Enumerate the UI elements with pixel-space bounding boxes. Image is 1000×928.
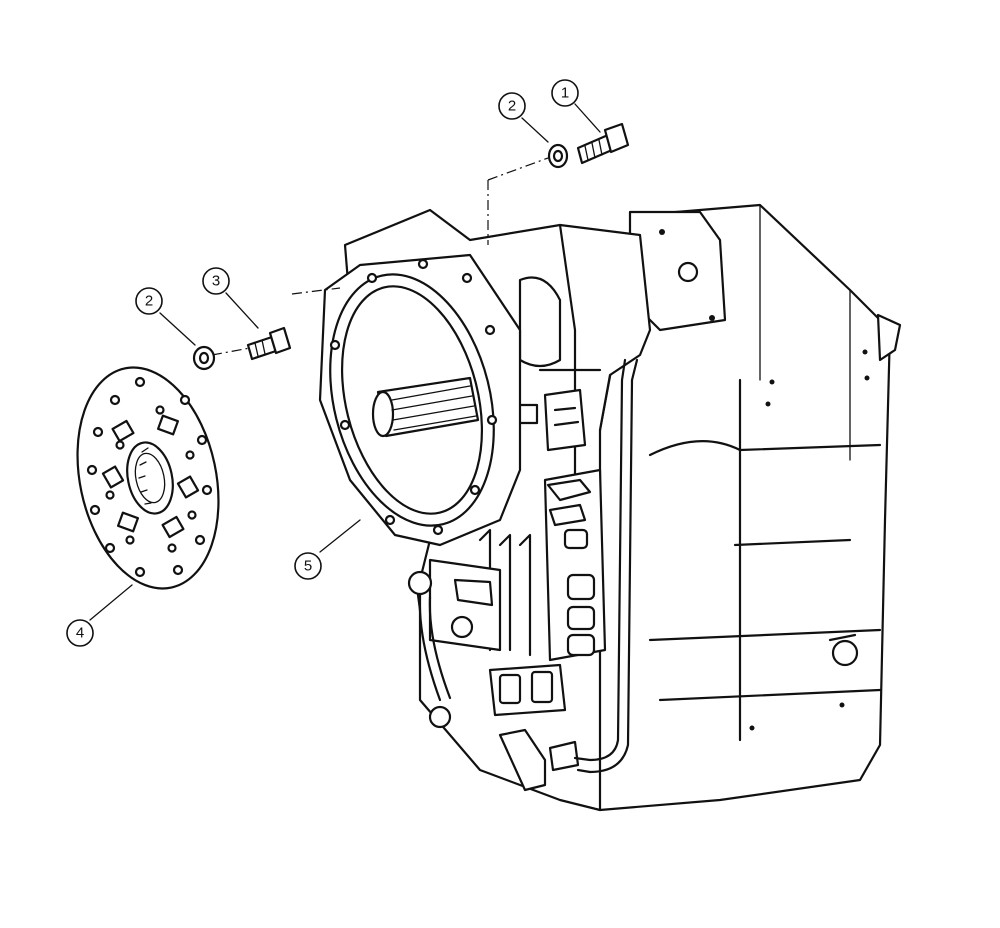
washer-small [192, 345, 216, 371]
callout-5-label: 5 [304, 558, 312, 575]
washer-top [547, 143, 569, 169]
callout-5: 5 [294, 552, 322, 580]
drive-plate [76, 366, 220, 590]
cap-screw-top [576, 122, 630, 165]
callout-2-left-label: 2 [145, 293, 153, 310]
callout-1: 1 [551, 79, 579, 107]
callout-leaders [89, 103, 601, 621]
alignment-line-top [487, 157, 549, 181]
callout-3-label: 3 [212, 273, 220, 290]
callout-2-top-label: 2 [508, 98, 516, 115]
callout-4: 4 [66, 619, 94, 647]
cap-screw-small [246, 326, 292, 361]
callout-2-top: 2 [498, 92, 526, 120]
callout-4-label: 4 [76, 625, 84, 642]
alignment-line-small [211, 347, 251, 356]
callout-3: 3 [202, 267, 230, 295]
bell-housing [318, 253, 522, 547]
callout-2-left: 2 [135, 287, 163, 315]
transmission-housing [343, 203, 902, 812]
callout-1-label: 1 [561, 85, 569, 102]
alignment-line-mid [291, 287, 341, 295]
